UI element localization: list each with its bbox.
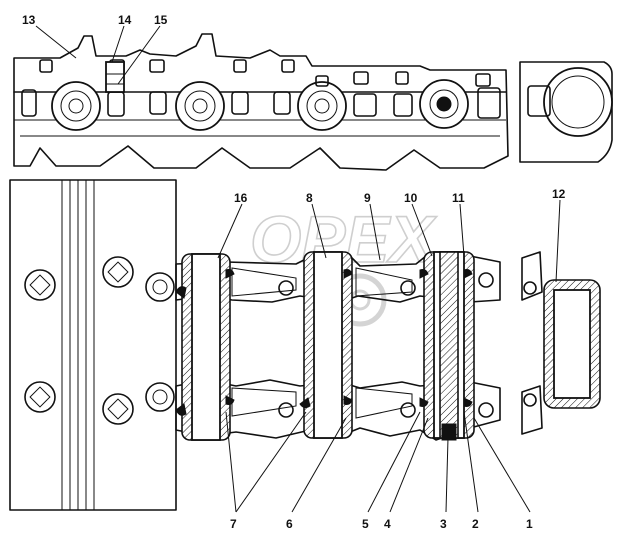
chain-plan-section <box>175 251 601 441</box>
callout-5: 5 <box>362 517 369 531</box>
callout-11: 11 <box>452 191 465 205</box>
shoe-bolts <box>24 256 175 425</box>
callout-8: 8 <box>306 191 313 205</box>
callout-3: 3 <box>440 517 447 531</box>
callout-4: 4 <box>384 517 391 531</box>
callout-12: 12 <box>552 187 566 201</box>
callout-14: 14 <box>118 13 132 27</box>
callout-9: 9 <box>364 191 371 205</box>
callout-15: 15 <box>154 13 168 27</box>
callout-2: 2 <box>472 517 479 531</box>
callout-13: 13 <box>22 13 36 27</box>
leader-lines <box>35 25 561 513</box>
callout-7: 7 <box>230 517 237 531</box>
callout-10: 10 <box>404 191 418 205</box>
callout-1: 1 <box>526 517 533 531</box>
chain-side-view <box>13 33 613 171</box>
callout-6: 6 <box>286 517 293 531</box>
callout-16: 16 <box>234 191 248 205</box>
callout-labels: 13 14 15 16 8 9 10 11 12 7 6 5 4 3 2 1 <box>22 13 566 531</box>
track-shoe-plan-view <box>9 179 177 511</box>
